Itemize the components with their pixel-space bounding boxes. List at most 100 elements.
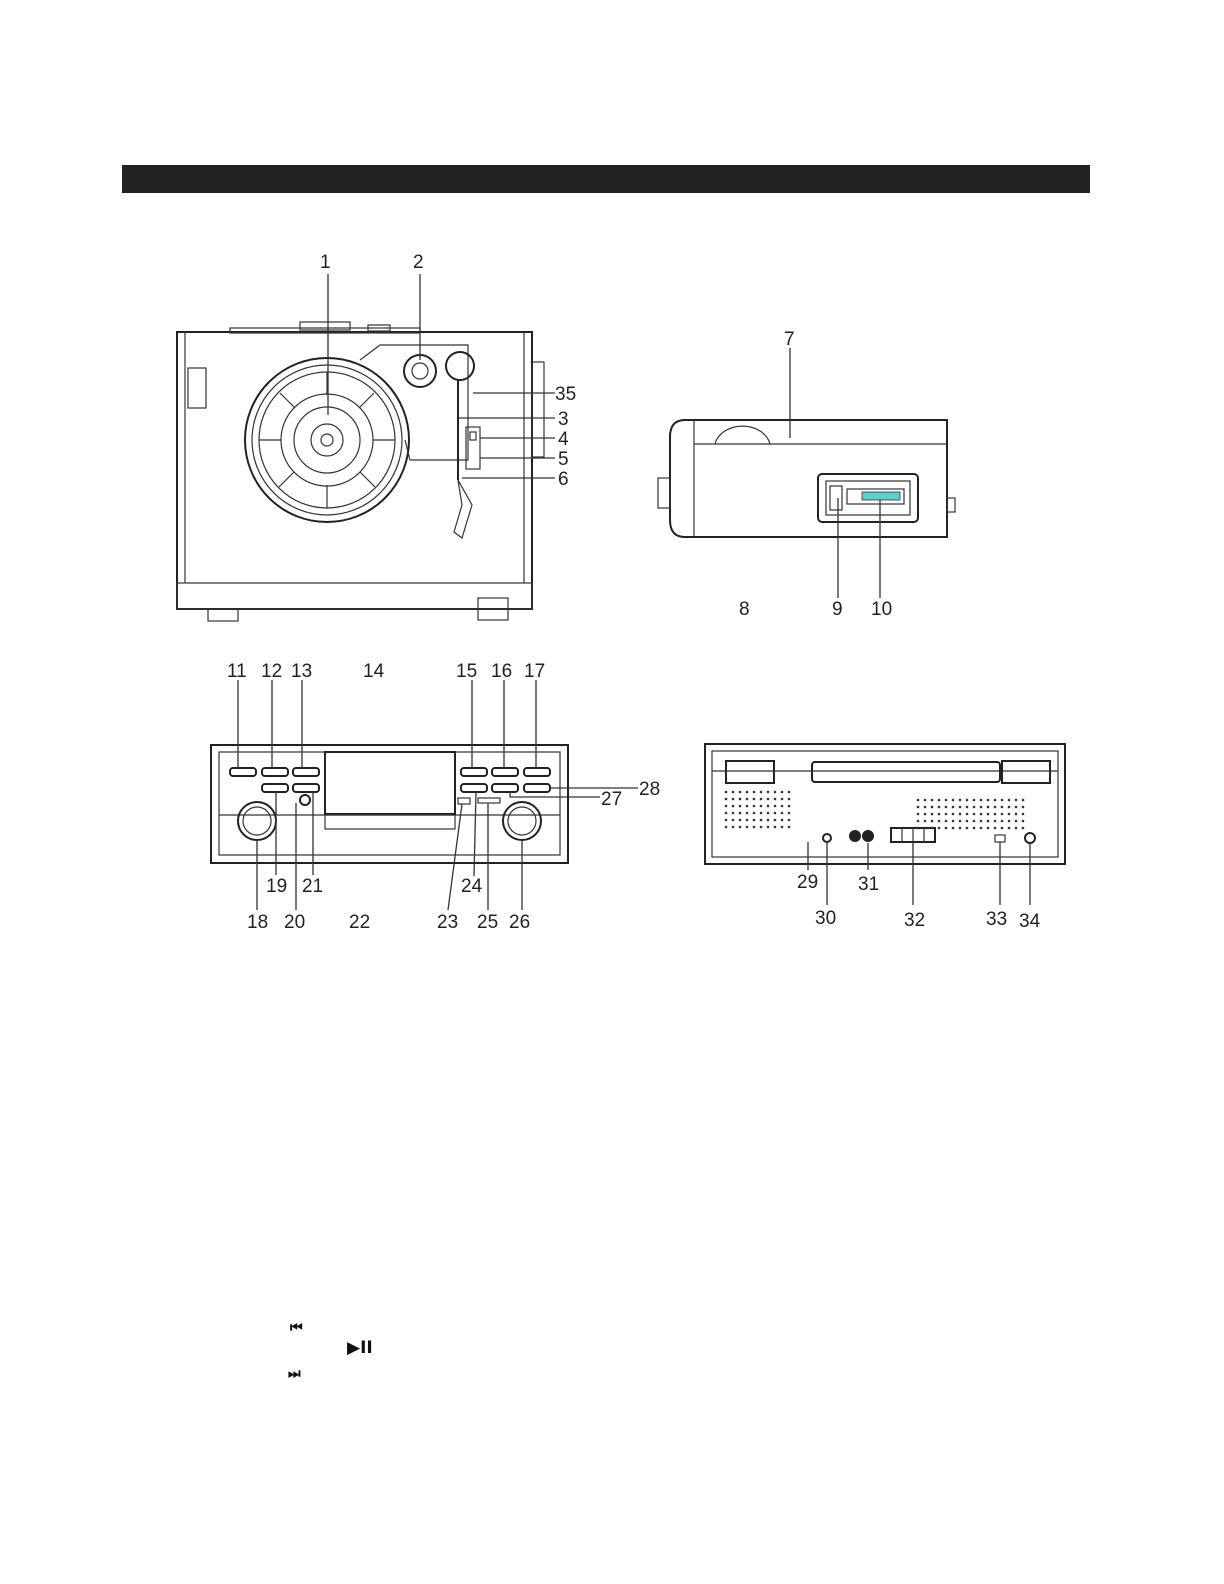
- grille-dot: [746, 819, 749, 822]
- label-11: 11: [227, 661, 247, 682]
- grille-dot: [788, 791, 791, 794]
- grille-dot: [1001, 820, 1004, 823]
- grille-dot: [931, 806, 934, 809]
- grille-dot: [788, 805, 791, 808]
- label-27: 27: [601, 789, 622, 810]
- leader-27: [510, 792, 600, 797]
- grille-dot: [994, 799, 997, 802]
- grille-dot: [781, 826, 784, 829]
- grille-dot: [1022, 827, 1025, 830]
- grille-dot: [774, 819, 777, 822]
- grille-dot: [938, 799, 941, 802]
- grille-dot: [966, 799, 969, 802]
- grille-dot: [1001, 827, 1004, 830]
- grille-dot: [781, 805, 784, 808]
- label-28: 28: [639, 779, 660, 800]
- label-19: 19: [266, 876, 287, 897]
- grille-dot: [760, 819, 763, 822]
- grille-dot: [938, 806, 941, 809]
- grille-dot: [994, 827, 997, 830]
- grille-dot: [753, 826, 756, 829]
- grille-dot: [952, 827, 955, 830]
- grille-dot: [994, 806, 997, 809]
- side-view-drawing: [658, 420, 955, 537]
- grille-dot: [767, 819, 770, 822]
- grille-dot: [973, 813, 976, 816]
- label-18: 18: [247, 912, 268, 933]
- grille-dot: [739, 826, 742, 829]
- grille-dot: [1015, 799, 1018, 802]
- grille-dot: [959, 820, 962, 823]
- label-25: 25: [477, 912, 498, 933]
- grille-dot: [767, 812, 770, 815]
- grille-dot: [788, 819, 791, 822]
- label-31: 31: [858, 874, 879, 895]
- label-8: 8: [739, 599, 750, 620]
- grille-dot: [987, 799, 990, 802]
- grille-dot: [732, 805, 735, 808]
- grille-dot: [1022, 820, 1025, 823]
- grille-dot: [725, 812, 728, 815]
- grille-dot: [959, 827, 962, 830]
- grille-dot: [966, 827, 969, 830]
- label-9: 9: [832, 599, 843, 620]
- grille-dot: [753, 805, 756, 808]
- grille-dot: [931, 820, 934, 823]
- label-13: 13: [291, 661, 312, 682]
- grille-dot: [959, 799, 962, 802]
- grille-dot: [945, 827, 948, 830]
- grille-dot: [774, 812, 777, 815]
- grille-dot: [760, 791, 763, 794]
- grille-dot: [760, 826, 763, 829]
- grille-dot: [725, 798, 728, 801]
- grille-dot: [732, 819, 735, 822]
- grille-dot: [1022, 799, 1025, 802]
- grille-dot: [924, 813, 927, 816]
- grille-dot: [788, 798, 791, 801]
- grille-dot: [781, 791, 784, 794]
- grille-dot: [1015, 820, 1018, 823]
- grille-dot: [945, 806, 948, 809]
- previous-track-icon: ⏮: [290, 1321, 303, 1335]
- label-17: 17: [524, 661, 545, 682]
- grille-dot: [973, 827, 976, 830]
- label-22: 22: [349, 912, 370, 933]
- grille-dot: [987, 820, 990, 823]
- grille-dot: [924, 820, 927, 823]
- play-pause-icon: ▶II: [347, 1340, 373, 1357]
- grille-dot: [980, 827, 983, 830]
- grille-dot: [753, 798, 756, 801]
- label-23: 23: [437, 912, 458, 933]
- grille-dot: [994, 813, 997, 816]
- grille-dot: [917, 813, 920, 816]
- grille-dot: [924, 806, 927, 809]
- grille-dot: [952, 806, 955, 809]
- grille-dot: [746, 826, 749, 829]
- grille-dot: [931, 813, 934, 816]
- grille-dot: [1022, 806, 1025, 809]
- label-20: 20: [284, 912, 305, 933]
- grille-dot: [1015, 827, 1018, 830]
- grille-dot: [781, 812, 784, 815]
- grille-dot: [924, 827, 927, 830]
- grille-dot: [725, 819, 728, 822]
- grille-dot: [760, 798, 763, 801]
- grille-dot: [931, 799, 934, 802]
- grille-dot: [739, 805, 742, 808]
- grille-dot: [732, 798, 735, 801]
- grille-dot: [1008, 820, 1011, 823]
- grille-dot: [966, 806, 969, 809]
- grille-dot: [725, 826, 728, 829]
- front-view-drawing: [211, 745, 568, 863]
- grille-dot: [917, 806, 920, 809]
- grille-dot: [774, 805, 777, 808]
- grille-dot: [945, 813, 948, 816]
- grille-dot: [959, 806, 962, 809]
- grille-dot: [725, 805, 728, 808]
- grille-dot: [739, 812, 742, 815]
- grille-dot: [917, 820, 920, 823]
- grille-dot: [973, 806, 976, 809]
- grille-dot: [966, 813, 969, 816]
- grille-dot: [781, 819, 784, 822]
- grille-dot: [788, 826, 791, 829]
